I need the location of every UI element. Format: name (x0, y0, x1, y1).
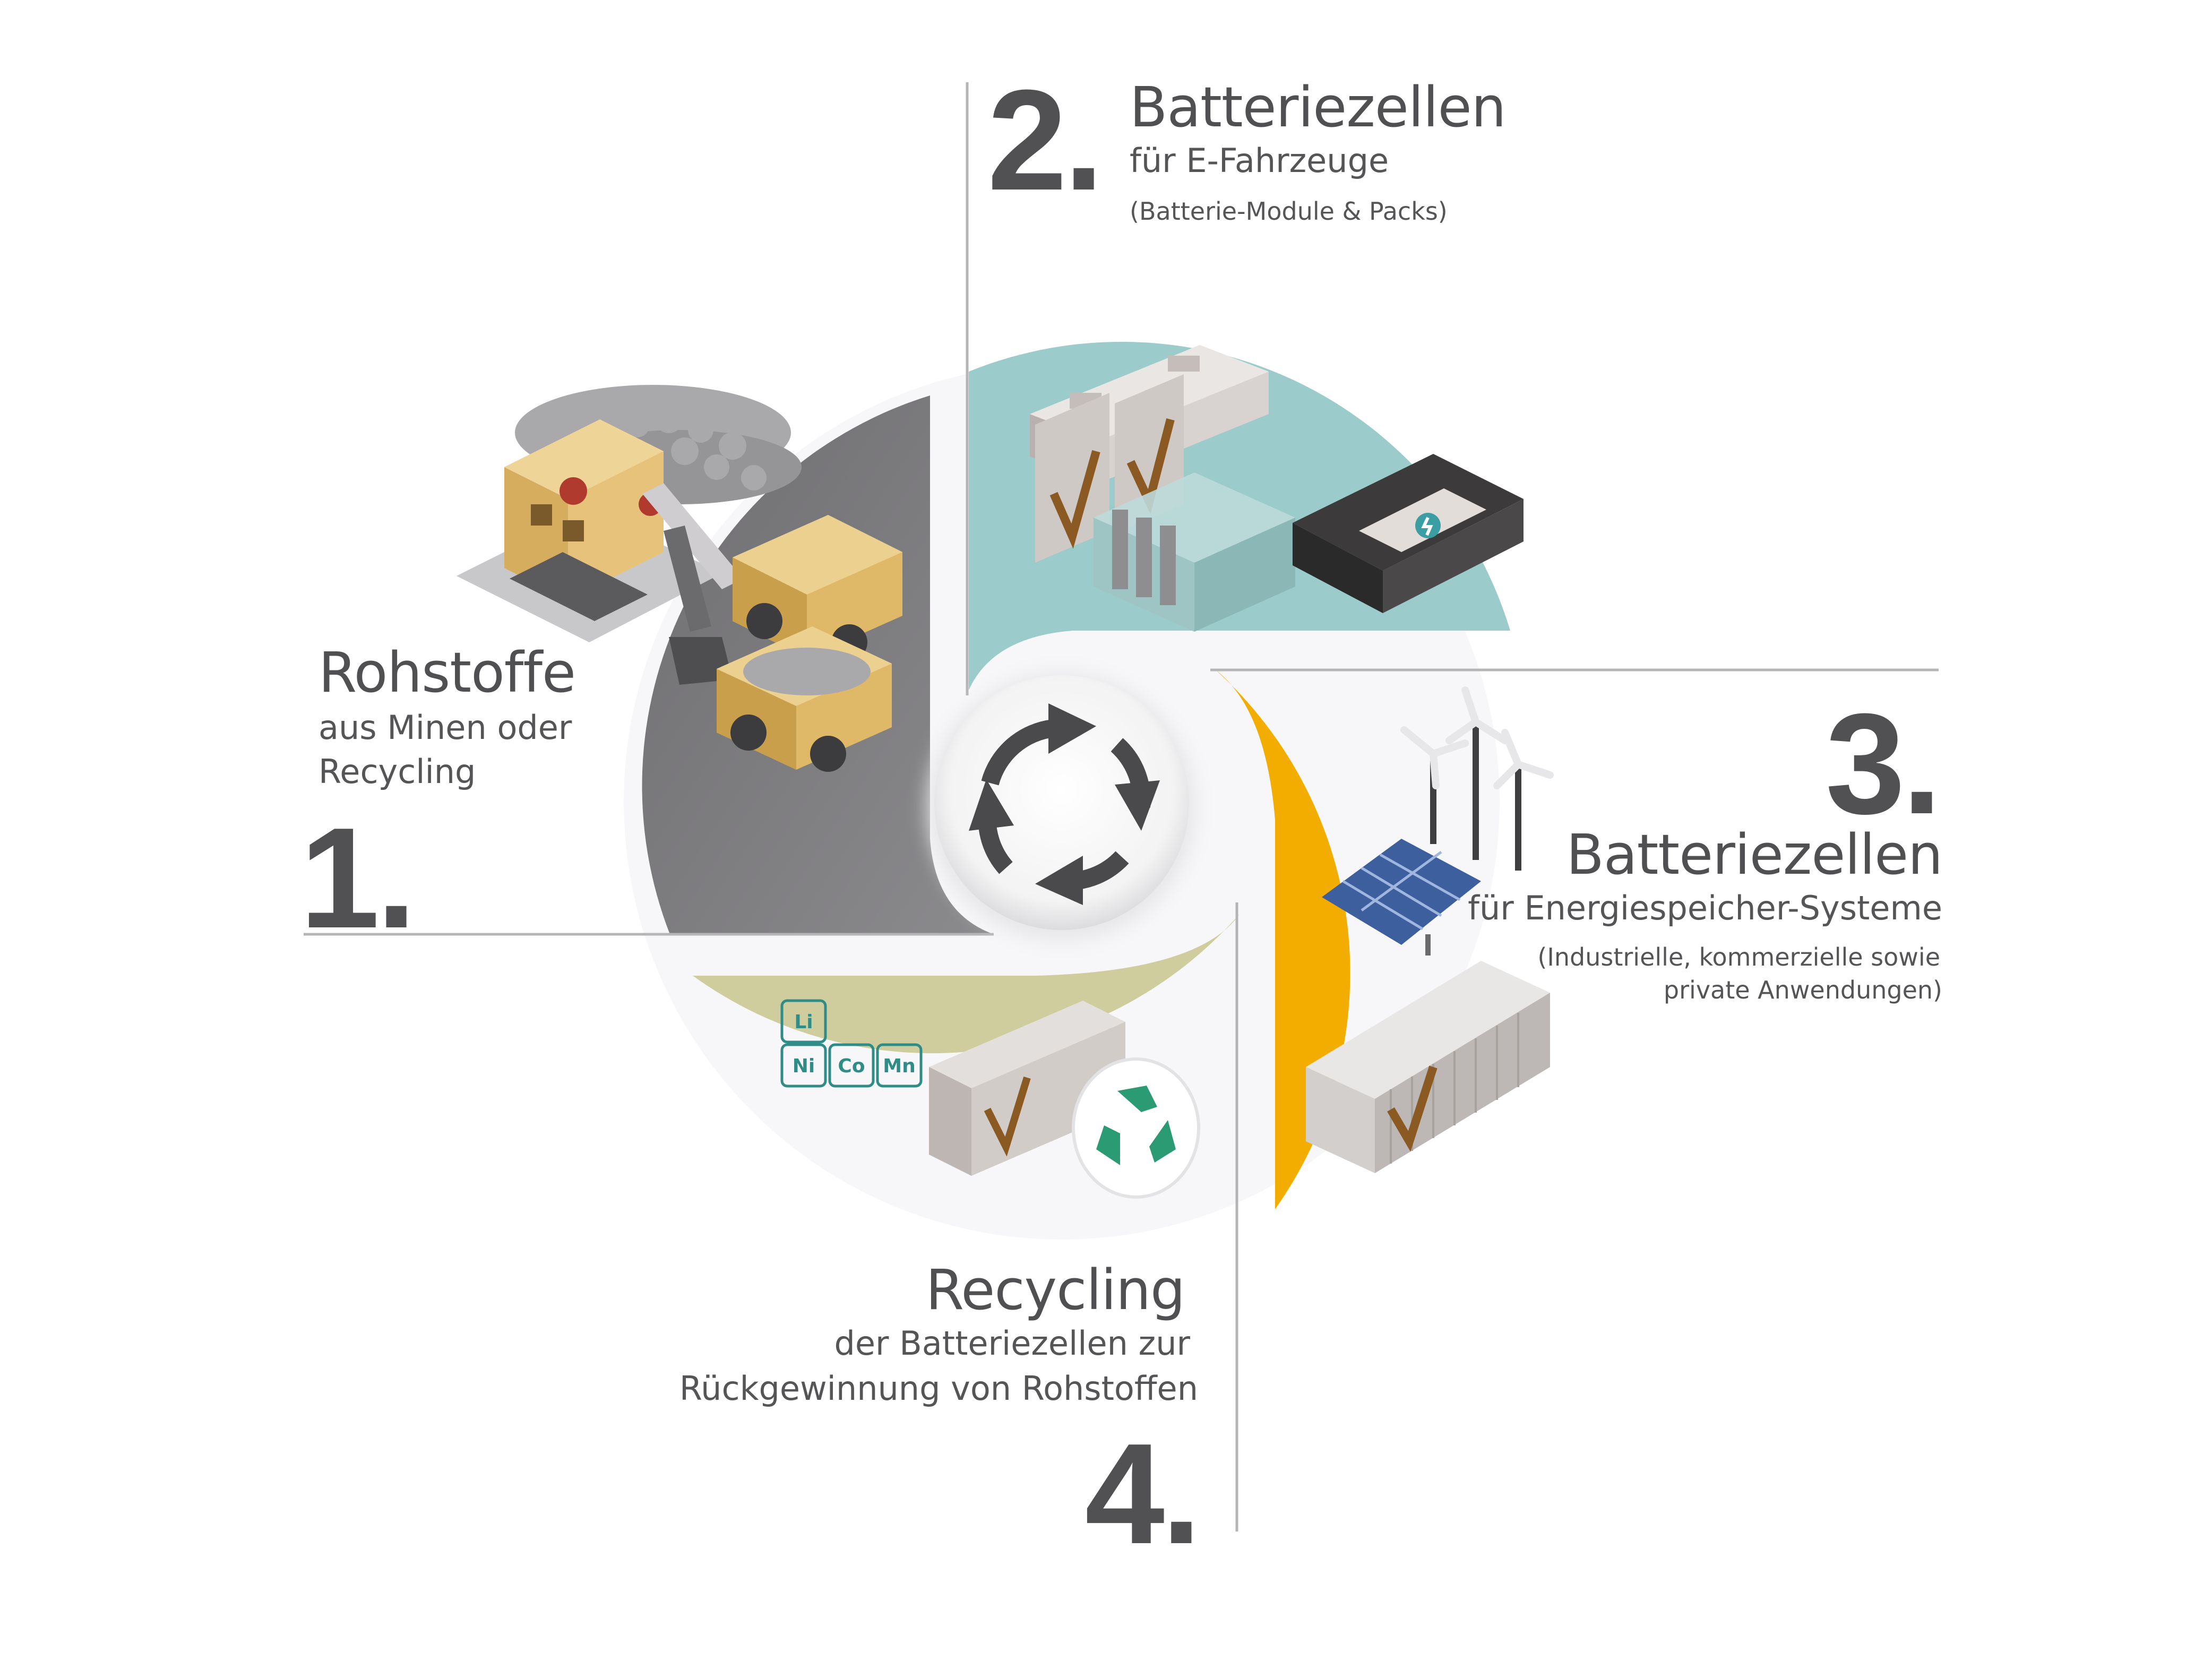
cycle-arrows-icon (928, 673, 1195, 941)
step-1-subtitle-line: Recycling (319, 752, 476, 791)
step-3-subtitle-line: für Energiespeicher-Systeme (1468, 889, 1942, 927)
wind-solar-storage-container-icon (1306, 686, 1554, 1173)
step-2-number: 2. (987, 61, 1104, 220)
step-3-title: Batteriezellen (1566, 822, 1943, 887)
step-3-note-line: (Industrielle, kommerzielle sowie (1537, 943, 1940, 971)
battery-modules-packs-icon (1030, 345, 1524, 632)
mining-excavator-dump-trucks-icon (457, 385, 902, 772)
step-4-title: Recycling (925, 1258, 1185, 1322)
step-4-subtitle-line: der Batteriezellen zur (834, 1324, 1190, 1363)
step-2-note-line: (Batterie-Module & Packs) (1130, 197, 1448, 226)
step-2-subtitle-line: für E-Fahrzeuge (1130, 141, 1389, 180)
step-4-number: 4. (1085, 1414, 1201, 1574)
step-1-subtitle-line: aus Minen oder (319, 708, 572, 747)
step-1-title: Rohstoffe (319, 640, 576, 705)
step-3-number: 3. (1825, 684, 1942, 844)
step-3-note-line: private Anwendungen) (1663, 976, 1942, 1004)
element-li: Li (794, 1011, 813, 1033)
element-ni: Ni (793, 1055, 815, 1077)
step-1-number: 1. (300, 798, 416, 958)
element-mn: Mn (883, 1055, 915, 1077)
quadrant-4-recycling (693, 914, 1240, 1054)
element-co: Co (838, 1055, 865, 1077)
step-2-title: Batteriezellen (1130, 75, 1507, 140)
battery-recycling-icon: Li Ni Co Mn (780, 999, 1200, 1199)
step-4-subtitle-line: Rückgewinnung von Rohstoffen (679, 1369, 1198, 1408)
